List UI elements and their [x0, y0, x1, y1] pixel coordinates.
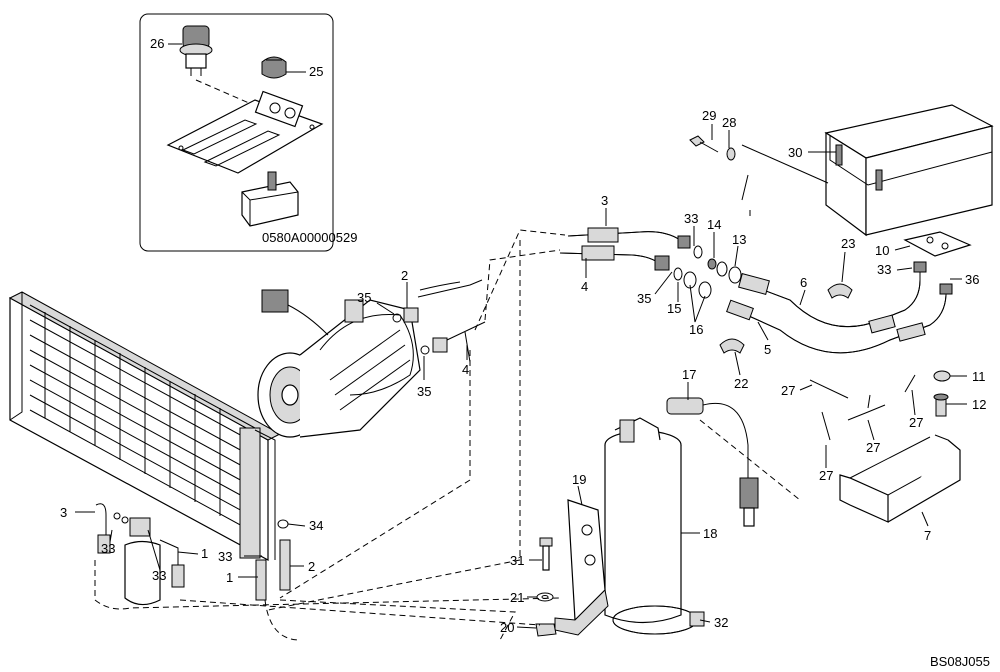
bolt — [689, 135, 736, 161]
callout-36: 36 — [965, 272, 979, 287]
callout-4-upper: 4 — [581, 279, 588, 294]
callout-3-upper: 3 — [601, 193, 608, 208]
inset-panel: 0580A00000529 26 25 — [139, 13, 357, 252]
callout-7: 7 — [924, 528, 931, 543]
callout-35-lower: 35 — [417, 384, 431, 399]
callout-2-compressor: 2 — [401, 268, 408, 283]
routing-lines — [94, 229, 801, 641]
callout-35-hose: 35 — [637, 291, 651, 306]
condenser — [8, 291, 282, 562]
washers — [673, 245, 742, 299]
callout-17: 17 — [682, 367, 696, 382]
callout-6: 6 — [800, 275, 807, 290]
hose-assemblies — [559, 227, 691, 271]
callout-32: 32 — [714, 615, 728, 630]
callout-10: 10 — [875, 243, 889, 258]
drawing-code: BS08J055 — [930, 654, 990, 669]
callout-16: 16 — [689, 322, 703, 337]
knob-cap — [261, 56, 287, 79]
drain-hoses — [809, 370, 951, 441]
callout-14: 14 — [707, 217, 721, 232]
small-drier — [95, 503, 185, 606]
callout-27-d: 27 — [819, 468, 833, 483]
mounting-plate — [166, 90, 324, 174]
callout-33-upper: 33 — [684, 211, 698, 226]
battery-box — [824, 104, 994, 257]
drier-bracket — [554, 499, 609, 636]
callout-2-lower: 2 — [308, 559, 315, 574]
callout-22: 22 — [734, 376, 748, 391]
callout-27-c: 27 — [909, 415, 923, 430]
callout-13: 13 — [732, 232, 746, 247]
switch-body — [241, 171, 299, 227]
callout-29: 29 — [702, 108, 716, 123]
callout-19: 19 — [572, 472, 586, 487]
callout-3-lower: 3 — [60, 505, 67, 520]
callout-20: 20 — [500, 620, 514, 635]
callout-35-compressor: 35 — [357, 290, 371, 305]
callout-33-right: 33 — [877, 262, 891, 277]
compressor-fittings — [392, 279, 486, 363]
callout-4-compressor: 4 — [462, 362, 469, 377]
condenser-fins — [29, 304, 256, 534]
callout-30: 30 — [788, 145, 802, 160]
callout-12: 12 — [972, 397, 986, 412]
callout-11: 11 — [972, 369, 986, 384]
callout-leaders — [75, 124, 967, 629]
hose-clamp — [612, 605, 705, 635]
callout-23: 23 — [841, 236, 855, 251]
compressor — [257, 289, 421, 438]
rotary-switch-knob — [179, 25, 213, 76]
callout-15: 15 — [667, 301, 681, 316]
tray — [839, 434, 961, 523]
callout-1-lower: 1 — [226, 570, 233, 585]
receiver-drier — [604, 397, 759, 624]
inset-code: 0580A00000529 — [262, 230, 357, 245]
callout-27-a: 27 — [781, 383, 795, 398]
callout-28: 28 — [722, 115, 736, 130]
callout-33-drier-a: 33 — [101, 541, 115, 556]
callout-1-drier: 1 — [201, 546, 208, 561]
callout-33-drier-b: 33 — [218, 549, 232, 564]
callout-21: 21 — [510, 590, 524, 605]
callout-27-b: 27 — [866, 440, 880, 455]
callout-5: 5 — [764, 342, 771, 357]
callout-26: 26 — [150, 36, 164, 51]
hoses-5-6 — [719, 261, 953, 354]
callout-18: 18 — [703, 526, 717, 541]
bracket-fasteners — [535, 537, 557, 637]
callout-25: 25 — [309, 64, 323, 79]
callout-34: 34 — [309, 518, 323, 533]
callout-labels: 29 28 30 3 33 14 13 23 10 33 36 4 35 15 … — [60, 108, 986, 635]
callout-31: 31 — [510, 553, 524, 568]
callout-33-drier-c: 33 — [152, 568, 166, 583]
